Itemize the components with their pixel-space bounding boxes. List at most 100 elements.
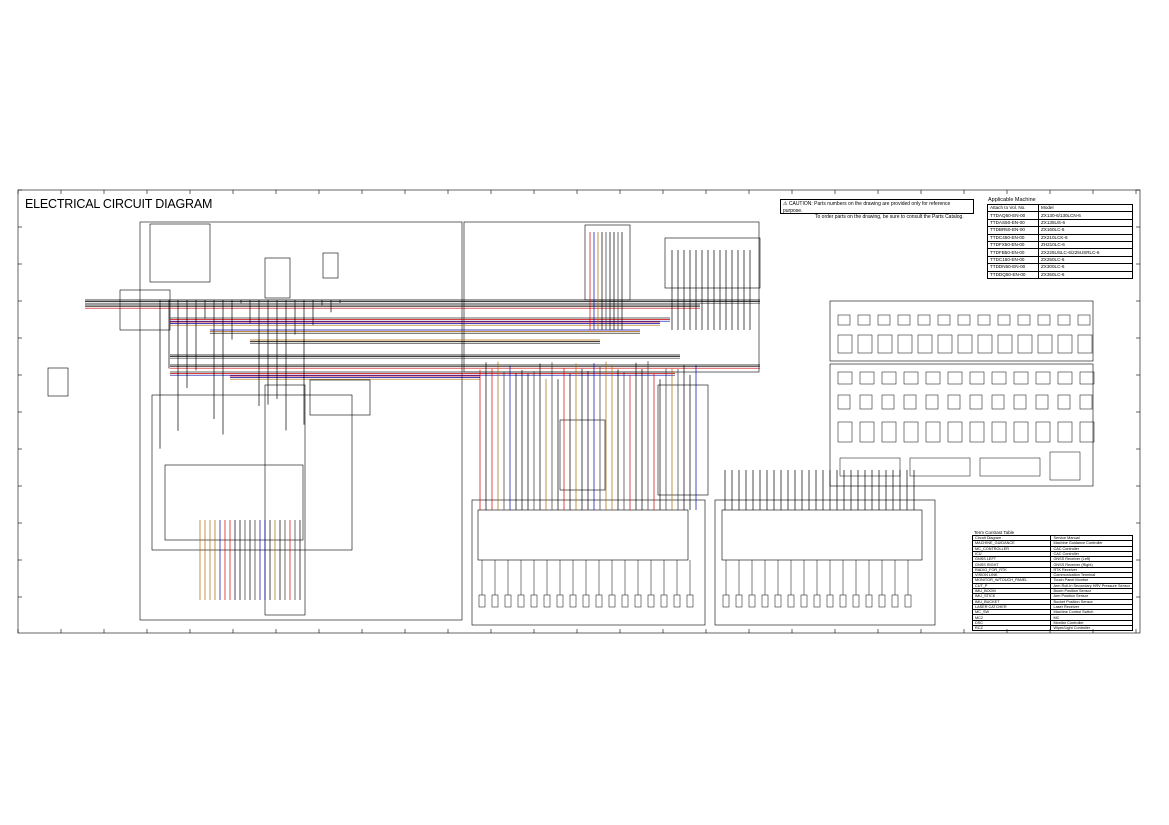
- connector-face: [937, 314, 951, 326]
- sensor-connector: [647, 594, 655, 608]
- connector-face: [1035, 394, 1049, 410]
- caution-line-2: To order parts on the drawing, be sure t…: [815, 214, 964, 220]
- table-cell: TTDDQ50-EN-00: [987, 270, 1039, 279]
- imu-block: [309, 379, 371, 416]
- connector-face: [1035, 371, 1051, 385]
- sensor-connector: [543, 594, 551, 608]
- table-cell: Arm Roll-In Secondary HRV Pressure Senso…: [1050, 582, 1133, 589]
- connector-face: [1037, 334, 1053, 354]
- sensor-connector: [621, 594, 629, 608]
- connector-face: [1057, 314, 1071, 326]
- table-cell: ZX135US-6: [1038, 218, 1133, 228]
- drawing-frame: [17, 189, 1141, 634]
- controller-block: [164, 464, 304, 541]
- connector-face: [881, 371, 897, 385]
- connector-face: [1079, 394, 1093, 410]
- connector-face: [1057, 334, 1073, 354]
- connector-face: [1077, 334, 1093, 354]
- connector-face: [925, 421, 941, 443]
- module-block: [322, 252, 339, 279]
- connector-face: [977, 314, 991, 326]
- sensor-connector: [735, 594, 743, 608]
- connector-face: [903, 421, 919, 443]
- sensor-connector: [826, 594, 834, 608]
- connector-face: [897, 314, 911, 326]
- sensor-connector: [904, 594, 912, 608]
- table-cell: TTDFB50-EN-00: [987, 248, 1039, 257]
- connector-face: [969, 421, 985, 443]
- header-cell: Attach to Vol. No.: [987, 203, 1039, 213]
- connector-face: [877, 314, 891, 326]
- table-cell: ZX250LC-6: [1038, 255, 1133, 265]
- connector-face: [957, 334, 973, 354]
- sensor-connector: [491, 594, 499, 608]
- switch-block: [47, 367, 69, 397]
- table-cell: ZX160LC-6: [1038, 226, 1133, 235]
- mc-inner-b: [721, 509, 923, 561]
- sensor-connector: [582, 594, 590, 608]
- connector-face: [897, 334, 913, 354]
- connector-face: [979, 457, 1041, 477]
- connector-face: [877, 334, 893, 354]
- connector-face: [991, 371, 1007, 385]
- connector-face: [859, 371, 875, 385]
- header-cell: Model: [1038, 203, 1133, 213]
- sensor-connector: [530, 594, 538, 608]
- table-cell: ZX300LC-6: [1038, 263, 1133, 272]
- sensor-connector: [660, 594, 668, 608]
- connector-face: [947, 371, 963, 385]
- page-title: ELECTRICAL CIRCUIT DIAGRAM: [25, 197, 213, 211]
- term-contrast-title: Term Contrast Table: [974, 530, 1015, 535]
- ext-block: [463, 221, 760, 373]
- table-header-row: Attach to Vol. No. Model: [987, 203, 1133, 213]
- cab-block: [139, 221, 463, 621]
- table-cell: TTDAQ50-EN-00: [987, 211, 1039, 220]
- table-cell: ZX350LC-6: [1038, 270, 1133, 279]
- sensor-connector: [569, 594, 577, 608]
- connector-face: [837, 421, 853, 443]
- connector-face: [1017, 334, 1033, 354]
- connector-face: [859, 421, 875, 443]
- connector-face: [903, 371, 919, 385]
- connector-face: [991, 421, 1007, 443]
- connector-panel-1: [829, 300, 1094, 362]
- connector-face: [859, 394, 873, 410]
- connector-face: [1035, 421, 1051, 443]
- connector-face: [969, 394, 983, 410]
- table-cell: TTDC450-EN-00: [987, 233, 1039, 242]
- connector-face: [909, 457, 971, 477]
- connector-face: [1017, 314, 1031, 326]
- sensor-connector: [800, 594, 808, 608]
- connector-face: [991, 394, 1005, 410]
- connector-face: [837, 334, 853, 354]
- connector-face: [837, 314, 851, 326]
- table-cell: ZX225USLC-6/225USRLC-6: [1038, 248, 1133, 257]
- applicable-machine-title: Applicable Machine: [988, 197, 1036, 203]
- connector-face: [881, 421, 897, 443]
- sensor-connector: [774, 594, 782, 608]
- relay-box: [151, 394, 353, 551]
- sensor-connector: [761, 594, 769, 608]
- connector-face: [957, 314, 971, 326]
- monitor-block: [149, 223, 211, 283]
- sensor-connector: [839, 594, 847, 608]
- connector-face: [1049, 451, 1081, 481]
- table-cell: TTDAS50-EN-00: [987, 218, 1039, 228]
- sensor-connector: [608, 594, 616, 608]
- connector-face: [903, 394, 917, 410]
- connector-block: [119, 289, 171, 331]
- connector-face: [1057, 371, 1073, 385]
- sensor-connector: [595, 594, 603, 608]
- radio-block: [264, 257, 291, 299]
- harness-block: [264, 384, 306, 616]
- sensor-block: [559, 419, 606, 491]
- connector-face: [925, 394, 939, 410]
- sensor-connector: [722, 594, 730, 608]
